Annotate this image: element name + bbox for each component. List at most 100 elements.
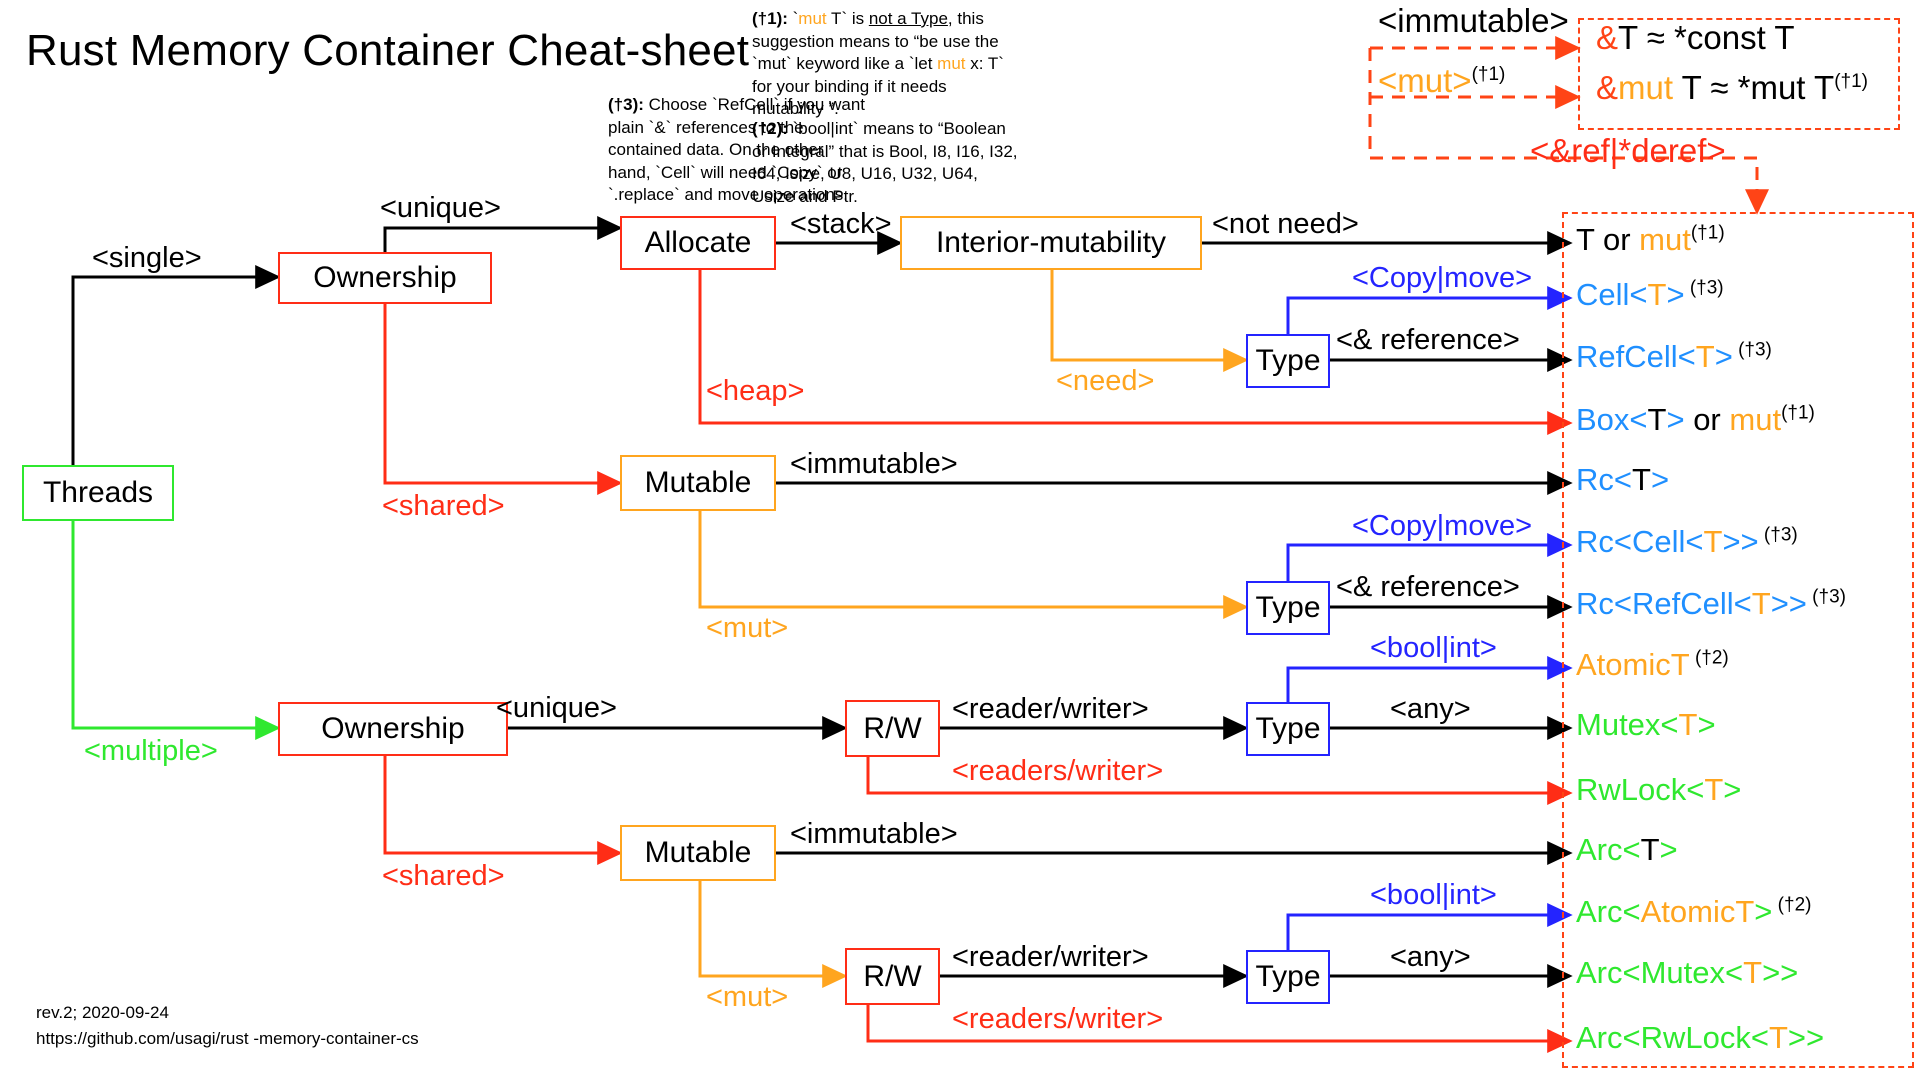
node-type-multi-shared[interactable]: Type bbox=[1246, 950, 1330, 1004]
rc-cell-t-part-3: (†3) bbox=[1758, 524, 1798, 546]
node-mutable-single-label: Mutable bbox=[644, 466, 752, 499]
arc-mutex-t-part-1: T bbox=[1743, 955, 1763, 990]
edge-label-mut-1: <mut> bbox=[706, 612, 789, 644]
arc-atomic-t-part-2: > bbox=[1754, 894, 1773, 929]
output-t-or-mut: T or mut(†1) bbox=[1576, 222, 1725, 258]
rc-cell-t-part-1: T bbox=[1703, 524, 1723, 559]
node-allocate[interactable]: Allocate bbox=[620, 216, 776, 270]
revision-footer: rev.2; 2020-09-24 https://github.com/usa… bbox=[36, 1000, 419, 1051]
node-ownership-single[interactable]: Ownership bbox=[278, 252, 492, 304]
ref-deref-label: <&ref|*deref> bbox=[1530, 132, 1726, 169]
output-rwlock-t: RwLock<T> bbox=[1576, 772, 1741, 808]
refcell-t-part-1: T bbox=[1695, 339, 1715, 374]
output-mutex-t: Mutex<T> bbox=[1576, 707, 1716, 743]
edge-label-mut-2: <mut> bbox=[706, 981, 789, 1013]
arc-mutex-t-part-2: >> bbox=[1762, 955, 1799, 990]
ref-amp-1: & bbox=[1596, 19, 1619, 56]
node-interior-mutability[interactable]: Interior-mutability bbox=[900, 216, 1202, 270]
ref-row-const-t: &T ≈ *const T bbox=[1596, 19, 1794, 57]
output-rc-cell-t: Rc<Cell<T>> (†3) bbox=[1576, 524, 1798, 560]
t-or-mut-part-1: mut bbox=[1639, 222, 1691, 257]
node-mutable-multiple-label: Mutable bbox=[644, 836, 752, 869]
arc-t-part-1: T bbox=[1640, 832, 1660, 867]
rwlock-t-part-0: RwLock< bbox=[1576, 772, 1705, 807]
footnote-1-mut-kw-1: mut bbox=[798, 9, 827, 28]
repository-url[interactable]: https://github.com/usagi/rust -memory-co… bbox=[36, 1028, 419, 1048]
output-arc-t: Arc<T> bbox=[1576, 832, 1678, 868]
node-rw-1-label: R/W bbox=[863, 711, 922, 745]
edge-label-bool-int-2: <bool|int> bbox=[1370, 879, 1497, 911]
node-mutable-single[interactable]: Mutable bbox=[620, 455, 776, 511]
arc-t-part-2: > bbox=[1659, 832, 1678, 867]
node-mutable-multiple[interactable]: Mutable bbox=[620, 825, 776, 881]
ref-mut-text: <mut> bbox=[1378, 62, 1472, 99]
edge-label-any-2: <any> bbox=[1390, 941, 1471, 973]
edge-label-stack: <stack> bbox=[790, 208, 892, 240]
arc-rwlock-t-part-2: >> bbox=[1787, 1020, 1825, 1055]
arc-rwlock-t-part-1: T bbox=[1768, 1020, 1788, 1055]
output-column-box bbox=[1562, 212, 1914, 1068]
edge-label-multiple: <multiple> bbox=[84, 735, 218, 767]
rc-refcell-t-part-0: Rc<RefCell< bbox=[1576, 586, 1752, 621]
node-type-single-shared[interactable]: Type bbox=[1246, 581, 1330, 635]
footnote-1-label: (†1): bbox=[752, 9, 788, 28]
atomic-t-part-1: (†2) bbox=[1689, 647, 1729, 669]
node-rw-unique[interactable]: R/W bbox=[845, 700, 940, 757]
rwlock-t-part-1: T bbox=[1704, 772, 1724, 807]
ref-row1-rest: T ≈ *const T bbox=[1618, 19, 1795, 56]
output-atomic-t: AtomicT (†2) bbox=[1576, 647, 1729, 683]
arc-atomic-t-part-0: Arc< bbox=[1576, 894, 1641, 929]
footnote-3: (†3): Choose `RefCell` if you want plain… bbox=[608, 94, 870, 207]
rwlock-t-part-2: > bbox=[1723, 772, 1742, 807]
mutex-t-part-2: > bbox=[1697, 707, 1716, 742]
node-type-single-interior[interactable]: Type bbox=[1246, 334, 1330, 388]
box-t-part-2: > bbox=[1666, 402, 1685, 437]
edge-label-unique-2: <unique> bbox=[496, 692, 617, 724]
reference-deref-box bbox=[1578, 18, 1900, 130]
footnote-3-text: Choose `RefCell` if you want plain `&` r… bbox=[608, 95, 865, 205]
mutex-t-part-1: T bbox=[1678, 707, 1698, 742]
rc-t-part-1: T bbox=[1632, 462, 1651, 497]
ref-row-mut-t: &mut T ≈ *mut T(†1) bbox=[1596, 69, 1868, 107]
page-title: Rust Memory Container Cheat-sheet bbox=[26, 26, 750, 75]
rc-cell-t-part-2: >> bbox=[1722, 524, 1759, 559]
node-ownership-multiple[interactable]: Ownership bbox=[278, 702, 508, 756]
output-rc-t: Rc<T> bbox=[1576, 462, 1669, 498]
edge-label-single: <single> bbox=[92, 242, 202, 274]
ref-immutable-label: <immutable> bbox=[1378, 2, 1569, 39]
t-or-mut-part-0: T or bbox=[1576, 222, 1640, 257]
edge-label-and-reference-1: <& reference> bbox=[1336, 324, 1520, 356]
box-t-part-3: or bbox=[1684, 402, 1730, 437]
node-interior-mutability-label: Interior-mutability bbox=[935, 226, 1167, 259]
footnote-1: (†1): `mut T` is not a Type, this sugges… bbox=[752, 8, 1020, 121]
edge-label-reader-writer-2: <reader/writer> bbox=[952, 941, 1149, 973]
output-cell-t: Cell<T> (†3) bbox=[1576, 277, 1724, 313]
footnote-1-mut-kw-2: mut bbox=[937, 54, 966, 74]
ref-mut-label: <mut>(†1) bbox=[1378, 62, 1505, 100]
footnote-2-text: `bool|int` means to “Boolean or Integral… bbox=[752, 119, 1018, 206]
revision-text: rev.2; 2020-09-24 bbox=[36, 1003, 169, 1022]
edge-label-any-1: <any> bbox=[1390, 693, 1471, 725]
edge-label-readers-writer-1: <readers/writer> bbox=[952, 755, 1164, 787]
node-allocate-label: Allocate bbox=[644, 226, 752, 259]
edge-label-shared-2: <shared> bbox=[382, 860, 505, 892]
edge-label-copy-move-2: <Copy|move> bbox=[1352, 510, 1533, 542]
cell-t-part-2: > bbox=[1666, 277, 1685, 312]
footnote-2: (†2): `bool|int` means to “Boolean or In… bbox=[752, 118, 1020, 208]
atomic-t-part-0: AtomicT bbox=[1576, 647, 1690, 682]
ref-row2-sup: (†1) bbox=[1834, 71, 1868, 92]
edge-label-bool-int-1: <bool|int> bbox=[1370, 632, 1497, 664]
footnote-1-underline: not a Type bbox=[868, 9, 948, 28]
node-type-multi-unique[interactable]: Type bbox=[1246, 702, 1330, 756]
ref-mut-sup: (†1) bbox=[1471, 64, 1506, 85]
node-type-2-label: Type bbox=[1255, 591, 1321, 624]
node-threads[interactable]: Threads bbox=[22, 465, 174, 521]
node-rw-shared[interactable]: R/W bbox=[845, 948, 940, 1005]
edge-label-immutable-1: <immutable> bbox=[790, 448, 958, 480]
box-t-part-1: T bbox=[1647, 402, 1667, 437]
output-arc-mutex-t: Arc<Mutex<T>> bbox=[1576, 955, 1798, 991]
box-t-part-4: mut bbox=[1729, 402, 1782, 437]
edge-label-need: <need> bbox=[1056, 365, 1155, 397]
box-t-part-0: Box< bbox=[1576, 402, 1648, 437]
